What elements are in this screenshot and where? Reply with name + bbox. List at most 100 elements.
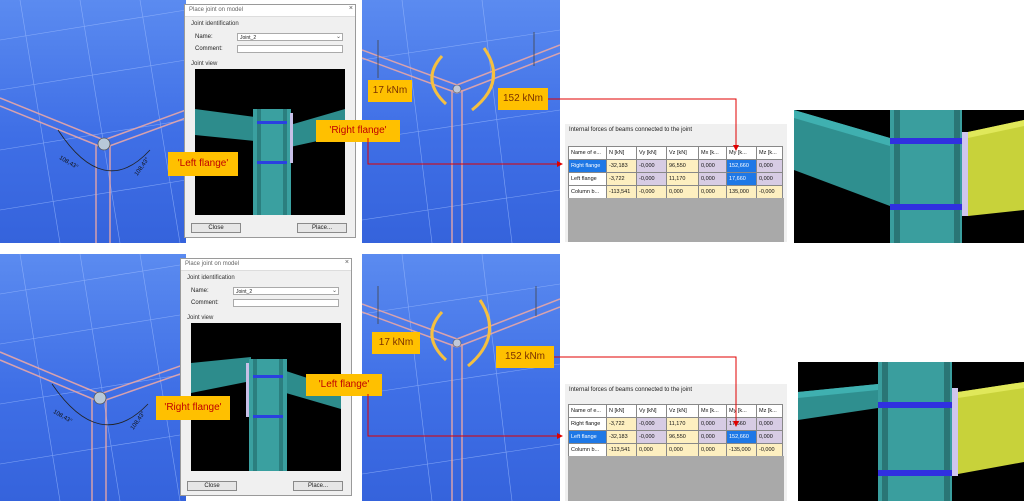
- callout-moment-large-bottom: 152 kNm: [496, 346, 554, 368]
- close-icon[interactable]: ×: [348, 5, 353, 12]
- table-cell[interactable]: -32,183: [606, 430, 637, 444]
- forces-table: Name of e... N [kN] Vy [kN] Vz [kN] Mx […: [568, 404, 783, 457]
- column-header[interactable]: My [k...: [726, 146, 757, 160]
- table-row[interactable]: Left flange -3,722 -0,000 11,170 0,000 1…: [568, 172, 783, 186]
- column-header[interactable]: Vz [kN]: [666, 146, 699, 160]
- table-cell[interactable]: 0,000: [756, 417, 783, 431]
- table-cell[interactable]: -113,541: [606, 443, 637, 457]
- viewport-3d-bottom-middle[interactable]: [362, 254, 560, 501]
- table-cell[interactable]: 0,000: [698, 172, 727, 186]
- comment-field[interactable]: [237, 45, 343, 53]
- joint-view-canvas[interactable]: [195, 69, 345, 215]
- table-cell[interactable]: 96,550: [666, 159, 699, 173]
- table-cell[interactable]: 17,660: [726, 172, 757, 186]
- table-cell[interactable]: -32,183: [606, 159, 637, 173]
- column-header[interactable]: Name of e...: [568, 404, 607, 418]
- column-header[interactable]: Name of e...: [568, 146, 607, 160]
- table-row[interactable]: Column b... -113,541 0,000 0,000 0,000 -…: [568, 443, 783, 457]
- table-cell[interactable]: -113,541: [606, 185, 637, 199]
- column-header[interactable]: N [kN]: [606, 404, 637, 418]
- column-header[interactable]: Mx [k...: [698, 146, 727, 160]
- joint-identification-label: Joint identification: [187, 275, 235, 281]
- table-cell[interactable]: 152,660: [726, 159, 757, 173]
- table-cell[interactable]: 11,170: [666, 417, 699, 431]
- chevron-down-icon[interactable]: ⌄: [335, 34, 341, 40]
- close-button[interactable]: Close: [191, 223, 241, 233]
- column-header[interactable]: Mx [k...: [698, 404, 727, 418]
- column-header[interactable]: Vy [kN]: [636, 146, 667, 160]
- table-cell[interactable]: 96,550: [666, 430, 699, 444]
- table-cell[interactable]: -0,000: [636, 185, 667, 199]
- viewport-3d-bottom-left[interactable]: 108,43° 108,43°: [0, 254, 186, 501]
- joint-name-value: Joint_2: [236, 289, 253, 295]
- forces-table: Name of e... N [kN] Vy [kN] Vz [kN] Mx […: [568, 146, 783, 199]
- table-cell[interactable]: Left flange: [568, 430, 607, 444]
- table-cell[interactable]: -0,000: [636, 172, 667, 186]
- table-cell[interactable]: -0,000: [636, 159, 667, 173]
- column-header[interactable]: Vz [kN]: [666, 404, 699, 418]
- table-cell[interactable]: -0,000: [636, 430, 667, 444]
- table-cell[interactable]: Column b...: [568, 443, 607, 457]
- table-cell[interactable]: Left flange: [568, 172, 607, 186]
- model-grid: [0, 0, 186, 243]
- column-header[interactable]: Vy [kN]: [636, 404, 667, 418]
- column-header[interactable]: My [k...: [726, 404, 757, 418]
- close-button[interactable]: Close: [187, 481, 237, 491]
- table-cell[interactable]: -0,000: [636, 417, 667, 431]
- table-cell[interactable]: 0,000: [756, 159, 783, 173]
- table-cell[interactable]: 0,000: [666, 185, 699, 199]
- table-cell[interactable]: -3,722: [606, 417, 637, 431]
- table-cell[interactable]: 0,000: [698, 430, 727, 444]
- forces-table-caption: Internal forces of beams connected to th…: [569, 127, 693, 133]
- table-row[interactable]: Column b... -113,541 -0,000 0,000 0,000 …: [568, 185, 783, 199]
- table-cell[interactable]: Right flange: [568, 159, 607, 173]
- table-cell[interactable]: -0,000: [756, 185, 783, 199]
- place-button[interactable]: Place...: [293, 481, 343, 491]
- callout-moment-small-bottom: 17 kNm: [372, 332, 420, 354]
- table-empty-area: [568, 198, 784, 242]
- table-row[interactable]: Right flange -3,722 -0,000 11,170 0,000 …: [568, 417, 783, 431]
- table-cell[interactable]: -0,000: [756, 443, 783, 457]
- table-cell[interactable]: 0,000: [698, 443, 727, 457]
- comment-field[interactable]: [233, 299, 339, 307]
- close-icon[interactable]: ×: [344, 259, 349, 266]
- model-grid: [362, 0, 560, 243]
- column-header[interactable]: Mz [k...: [756, 404, 783, 418]
- table-cell[interactable]: Column b...: [568, 185, 607, 199]
- table-cell[interactable]: -3,722: [606, 172, 637, 186]
- table-header-row: Name of e... N [kN] Vy [kN] Vz [kN] Mx […: [568, 404, 783, 418]
- joint-name-value: Joint_2: [240, 35, 257, 41]
- table-cell[interactable]: 0,000: [636, 443, 667, 457]
- table-row[interactable]: Left flange -32,183 -0,000 96,550 0,000 …: [568, 430, 783, 444]
- table-cell[interactable]: 152,660: [726, 430, 757, 444]
- joint-name-select[interactable]: Joint_2 ⌄: [233, 287, 339, 295]
- table-cell[interactable]: 0,000: [698, 185, 727, 199]
- place-joint-dialog-top: Place joint on model × Joint identificat…: [184, 4, 356, 238]
- table-cell[interactable]: Right flange: [568, 417, 607, 431]
- table-cell[interactable]: 0,000: [756, 172, 783, 186]
- chevron-down-icon[interactable]: ⌄: [331, 288, 337, 294]
- table-cell[interactable]: 0,000: [756, 430, 783, 444]
- table-empty-area: [568, 456, 784, 501]
- column-header[interactable]: Mz [k...: [756, 146, 783, 160]
- joint-identification-label: Joint identification: [191, 21, 239, 27]
- joint-name-select[interactable]: Joint_2 ⌄: [237, 33, 343, 41]
- table-cell[interactable]: 135,000: [726, 185, 757, 199]
- joint-detail-render-bottom[interactable]: [798, 362, 1024, 501]
- place-button[interactable]: Place...: [297, 223, 347, 233]
- table-cell[interactable]: 11,170: [666, 172, 699, 186]
- dialog-title: Place joint on model: [181, 259, 351, 271]
- joint-detail-render-top[interactable]: [794, 110, 1024, 243]
- table-cell[interactable]: 0,000: [698, 159, 727, 173]
- table-cell[interactable]: 0,000: [666, 443, 699, 457]
- column-header[interactable]: N [kN]: [606, 146, 637, 160]
- viewport-3d-top-left[interactable]: 108,43° 108,43°: [0, 0, 186, 243]
- callout-left-flange-top: 'Left flange': [168, 152, 238, 176]
- table-cell[interactable]: -135,000: [726, 443, 757, 457]
- table-cell[interactable]: 17,660: [726, 417, 757, 431]
- joint-detail-graphic: [794, 110, 1024, 243]
- table-row[interactable]: Right flange -32,183 -0,000 96,550 0,000…: [568, 159, 783, 173]
- table-cell[interactable]: 0,000: [698, 417, 727, 431]
- name-label: Name:: [195, 34, 213, 40]
- table-header-row: Name of e... N [kN] Vy [kN] Vz [kN] Mx […: [568, 146, 783, 160]
